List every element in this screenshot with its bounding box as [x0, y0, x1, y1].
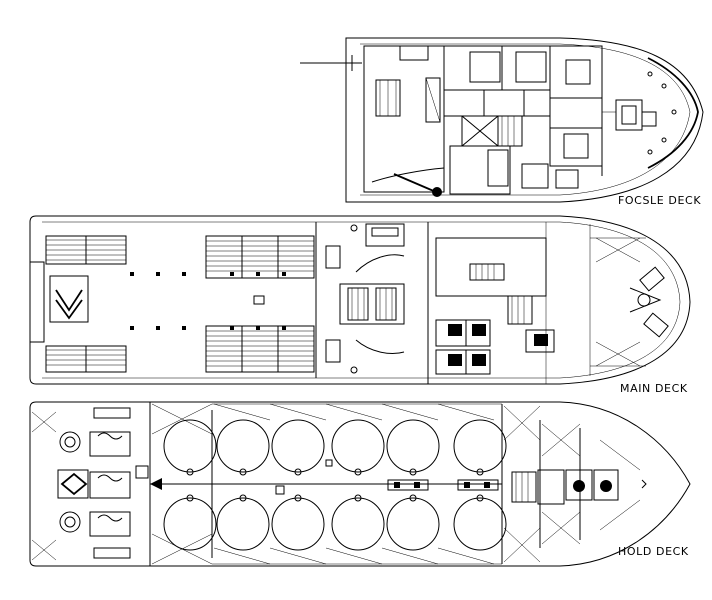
main-stair — [507, 295, 533, 325]
main-engine-casing — [435, 237, 547, 297]
hold-aft-machinery — [31, 407, 162, 561]
hold-tank — [386, 419, 440, 473]
hold-bow-thruster — [593, 469, 619, 501]
focsle-console — [399, 45, 429, 61]
hold-pump-1 — [387, 479, 429, 491]
hold-tank — [163, 497, 217, 551]
hold-tank-nozzle — [239, 468, 247, 476]
hold-tank — [453, 497, 507, 551]
main-winch-cable-upper — [355, 254, 405, 273]
focsle-stair-fwd — [497, 115, 523, 147]
focsle-table — [521, 163, 549, 189]
hold-deck-plan — [29, 401, 691, 567]
focsle-stair-aft — [425, 77, 441, 123]
focsle-mess — [443, 89, 485, 117]
focsle-cabin-3 — [549, 45, 603, 99]
main-deck-label: MAIN DECK — [620, 382, 688, 395]
hold-fwd-compartments — [503, 405, 647, 563]
hold-tank — [331, 419, 385, 473]
main-winch-control — [365, 223, 405, 247]
hold-tank — [331, 497, 385, 551]
hold-room-1 — [537, 469, 565, 505]
hold-engine-1 — [89, 431, 131, 457]
focsle-inner-outline — [360, 43, 691, 196]
focsle-hull-outline — [345, 37, 704, 203]
main-hull-outline — [29, 215, 691, 385]
hold-tank — [216, 419, 270, 473]
main-winch-area — [315, 222, 405, 378]
main-pump — [525, 329, 555, 353]
hold-tank — [216, 497, 270, 551]
focsle-galley — [483, 89, 525, 117]
main-deck-plan — [29, 215, 691, 385]
hold-tank-nozzle — [294, 494, 302, 502]
main-deck-pins — [130, 272, 286, 330]
hold-stair — [511, 471, 537, 503]
main-stern-roller — [29, 261, 45, 343]
hold-bracing — [151, 403, 502, 565]
hold-gearbox — [57, 469, 89, 499]
hold-tank-nozzle — [354, 494, 362, 502]
hold-tank-nozzle — [409, 468, 417, 476]
hold-pump-2 — [457, 479, 499, 491]
hold-tank — [271, 497, 325, 551]
focsle-store — [449, 145, 511, 195]
focsle-deck-label: FOCSLE DECK — [618, 194, 701, 207]
main-towing-winch — [339, 283, 405, 325]
main-winch-cable-lower — [355, 339, 405, 354]
main-bow-anchors — [629, 266, 669, 338]
main-fwd-spaces — [427, 222, 646, 384]
hold-tank — [386, 497, 440, 551]
hold-tank-nozzle — [186, 468, 194, 476]
focsle-davit-track — [371, 167, 445, 183]
focsle-davit-arm — [393, 173, 437, 193]
hold-tank — [163, 419, 217, 473]
hold-tank-nozzle — [409, 494, 417, 502]
main-generator-2 — [465, 319, 491, 347]
focsle-cabin-2 — [501, 45, 551, 91]
main-mid-grating — [205, 235, 315, 373]
hold-hull-outline — [29, 401, 691, 567]
hold-tank-nozzle — [239, 494, 247, 502]
hold-tank — [453, 419, 507, 473]
focsle-deck-plan — [300, 37, 704, 203]
main-inner-outline — [42, 221, 681, 379]
hold-thruster-room — [565, 469, 593, 501]
hold-tank — [271, 419, 325, 473]
hold-tank-group — [163, 419, 507, 551]
main-stern-crest — [49, 275, 89, 323]
main-aft-grating — [45, 235, 127, 373]
hold-deck-label: HOLD DECK — [618, 545, 689, 558]
focsle-windlass — [615, 99, 643, 131]
hold-tank-nozzle — [354, 468, 362, 476]
focsle-cabin-4 — [549, 97, 603, 129]
hold-tank-nozzle — [476, 468, 484, 476]
hold-tank-nozzle — [186, 494, 194, 502]
focsle-bow-bulwark — [647, 57, 699, 169]
focsle-cabin-1 — [443, 45, 503, 91]
main-generator-4 — [465, 349, 491, 375]
hold-tank-nozzle — [294, 468, 302, 476]
hold-thruster-1 — [59, 431, 81, 453]
focsle-aft-room — [363, 45, 445, 193]
hold-thruster-2 — [59, 511, 81, 533]
hold-engine-3 — [89, 511, 131, 537]
hold-tank-nozzle — [476, 494, 484, 502]
hold-engine-2 — [89, 471, 131, 499]
